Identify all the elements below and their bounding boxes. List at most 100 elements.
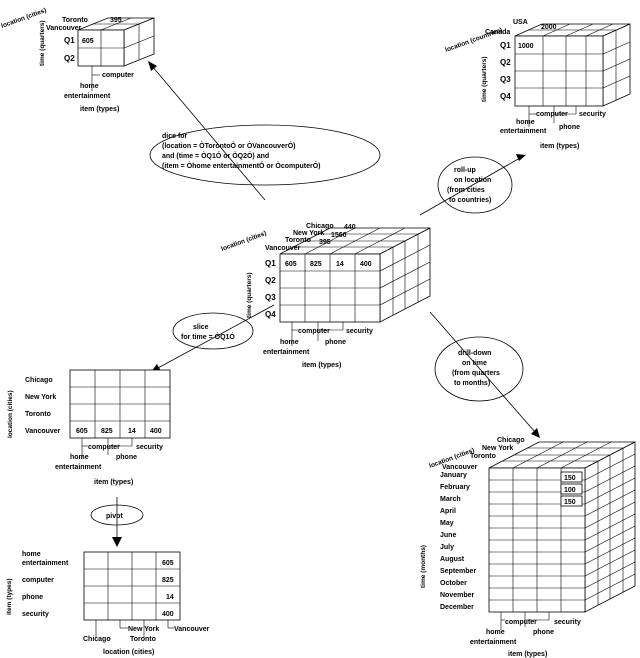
- rollup-value-1000: 1000: [518, 43, 534, 50]
- slice-location-axis: location (cities): [7, 390, 14, 438]
- slice-table: location (cities) Chicago New York Toron…: [7, 369, 171, 486]
- drilldown-month-label: January: [440, 472, 467, 479]
- pivot-table: item (types) home entertainment computer…: [6, 551, 210, 656]
- slice-value-security: 400: [150, 428, 162, 435]
- arrow-dice: [148, 61, 266, 201]
- pivot-location-newyork: New York: [128, 626, 159, 633]
- pivot-item-security: security: [22, 611, 49, 618]
- rollup-back-value: 2000: [541, 24, 557, 31]
- rollup-country-usa: USA: [513, 19, 528, 26]
- drilldown-value-february: 100: [564, 487, 576, 494]
- drilldown-side-line: [584, 513, 636, 541]
- rollup-country-canada: Canada: [485, 29, 510, 36]
- dice-quarter-q1: Q1: [64, 36, 75, 45]
- drilldown-label-line-1: drill-down: [458, 350, 491, 357]
- slice-item-computer: computer: [88, 444, 120, 451]
- dice-operation: dice for (location = ÒTorontoÓ or ÒVanco…: [149, 124, 381, 186]
- central-item-phone: phone: [325, 339, 346, 346]
- central-q1-home: 605: [285, 261, 297, 268]
- drilldown-month-label: September: [440, 568, 476, 575]
- slice-city-chicago: Chicago: [25, 377, 53, 384]
- central-city-toronto: Toronto: [285, 237, 311, 244]
- drilldown-month-label: November: [440, 592, 475, 599]
- drilldown-side-line: [584, 573, 636, 601]
- slice-value-phone: 14: [128, 428, 136, 435]
- dice-back-value: 395: [110, 17, 122, 24]
- pivot-item-phone: phone: [22, 594, 43, 601]
- slice-item-security: security: [136, 444, 163, 451]
- rollup-item-computer: computer: [536, 111, 568, 118]
- slice-value-home: 605: [76, 428, 88, 435]
- drilldown-month-label: March: [440, 496, 461, 503]
- arrow-rollup: [419, 154, 526, 216]
- drilldown-item-entertainment: entertainment: [470, 639, 517, 646]
- drilldown-side-line: [584, 525, 636, 553]
- rollup-quarter-q3: Q3: [500, 75, 511, 84]
- drilldown-operation: drill-down on time (from quarters to mon…: [434, 336, 524, 402]
- drilldown-month-label: June: [440, 532, 456, 539]
- rollup-label-line-2: on location: [454, 177, 491, 184]
- rollup-quarter-q2: Q2: [500, 58, 511, 67]
- slice-item-phone: phone: [116, 454, 137, 461]
- drilldown-side-line: [584, 489, 636, 517]
- slice-city-vancouver: Vancouver: [25, 428, 61, 435]
- drilldown-side-line: [584, 465, 636, 493]
- central-item-home: home: [280, 339, 299, 346]
- pivot-value-computer: 825: [162, 577, 174, 584]
- dice-time-axis: time (quarters): [39, 20, 46, 66]
- dice-label-line-3: and (time = ÒQ1Ó or ÒQ2Ó) and: [162, 151, 269, 160]
- drilldown-month-label: August: [440, 556, 465, 563]
- rollup-operation: roll-up on location (from cities to coun…: [437, 156, 513, 214]
- rollup-label-line-4: to countries): [449, 197, 491, 204]
- pivot-item-entertainment: entertainment: [22, 560, 69, 567]
- drilldown-side-line: [584, 561, 636, 589]
- central-cube: location (cities) Chicago New York Toron…: [220, 223, 431, 369]
- drilldown-time-axis: time (months): [420, 545, 427, 588]
- pivot-item-home: home: [22, 551, 41, 558]
- pivot-item-axis: item (types): [6, 579, 13, 615]
- drilldown-label-line-3: (from quarters: [452, 370, 500, 377]
- central-quarter-q1: Q1: [265, 259, 276, 268]
- drilldown-side-line: [584, 549, 636, 577]
- central-location-axis: location (cities): [220, 230, 267, 253]
- rollup-label-line-3: (from cities: [447, 187, 485, 194]
- drilldown-label-line-4: to months): [454, 380, 490, 387]
- arrow-pivot: [112, 497, 122, 547]
- drilldown-month-label: February: [440, 484, 470, 491]
- drilldown-row-lines: [489, 453, 636, 601]
- drilldown-item-phone: phone: [533, 629, 554, 636]
- dice-label-line-1: dice for: [162, 133, 188, 140]
- dice-label-line-2: (location = ÒTorontoÓ or ÒVancouverÓ): [162, 141, 295, 150]
- arrow-drilldown: [429, 311, 540, 438]
- drilldown-item-computer: computer: [505, 619, 537, 626]
- central-quarter-q4: Q4: [265, 310, 276, 319]
- drilldown-value-january: 150: [564, 475, 576, 482]
- dice-item-computer: computer: [102, 72, 134, 79]
- drilldown-side-line: [584, 477, 636, 505]
- drilldown-item-home: home: [486, 629, 505, 636]
- central-item-security: security: [346, 328, 373, 335]
- slice-city-newyork: New York: [25, 394, 56, 401]
- drilldown-label-line-2: on time: [462, 360, 487, 367]
- rollup-cube: location (countries) USA 2000 Canada tim…: [444, 19, 631, 150]
- rollup-time-axis: time (quarters): [481, 56, 488, 102]
- pivot-item-computer: computer: [22, 577, 54, 584]
- central-value-1560: 1560: [331, 232, 347, 239]
- central-item-computer: computer: [298, 328, 330, 335]
- dice-city-vancouver: Vancouver: [46, 25, 82, 32]
- central-item-axis: item (types): [302, 362, 341, 369]
- slice-item-entertainment: entertainment: [55, 464, 102, 471]
- pivot-location-chicago: Chicago: [83, 636, 111, 643]
- slice-value-computer: 825: [101, 428, 113, 435]
- drilldown-month-label: December: [440, 604, 474, 611]
- rollup-item-phone: phone: [559, 124, 580, 131]
- slice-label-line-2: for time = ÒQ1Ó: [181, 332, 235, 341]
- drilldown-city-vancouver: Vancouver: [442, 464, 478, 471]
- drilldown-month-label: July: [440, 544, 454, 551]
- drilldown-item-security: security: [554, 619, 581, 626]
- drilldown-month-label: April: [440, 508, 456, 515]
- central-value-395: 395: [319, 239, 331, 246]
- rollup-item-entertainment: entertainment: [500, 128, 547, 135]
- arrows: [112, 61, 540, 547]
